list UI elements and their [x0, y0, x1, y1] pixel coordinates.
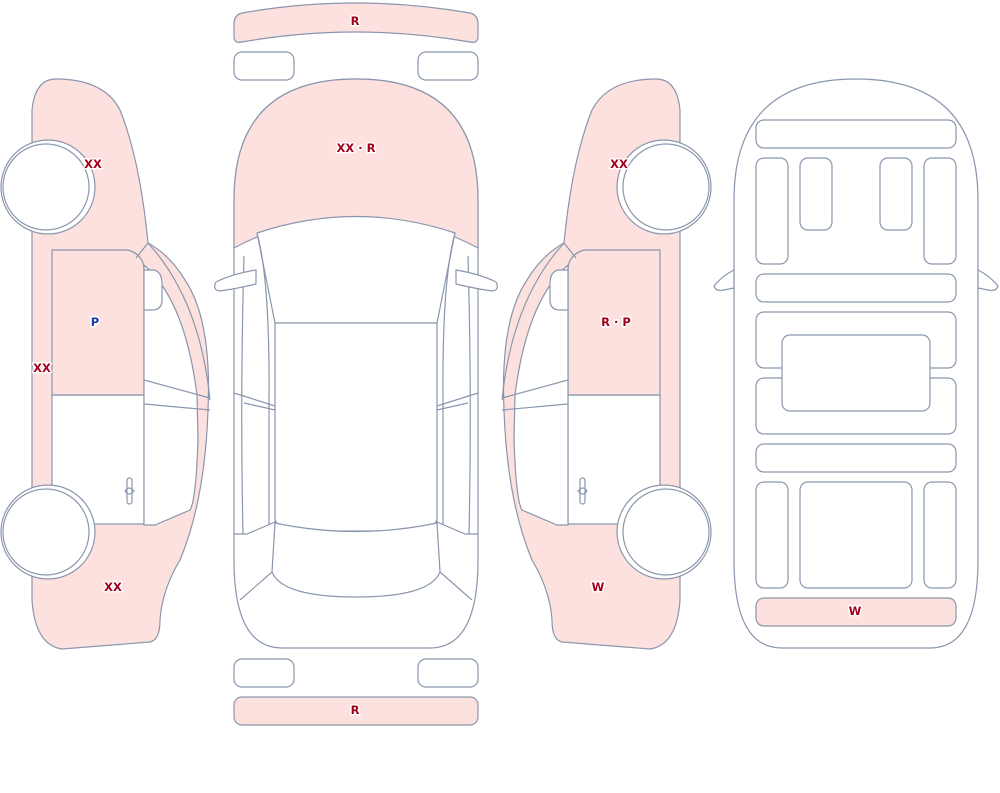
underbody-rear-crossmember[interactable] [755, 597, 957, 627]
windshield[interactable] [256, 215, 456, 324]
label-left-rocker: XX [33, 361, 51, 375]
right-front-wheel[interactable] [622, 143, 710, 231]
right-window-line-bottom [501, 403, 569, 411]
underbody-right-rear-rail[interactable] [923, 481, 957, 589]
underbody-right-mirror [977, 269, 999, 292]
right-side-rail-outer [467, 255, 471, 535]
left-top-mirror[interactable] [214, 269, 257, 292]
label-left-rear-quarter: XX [104, 580, 122, 594]
underbody-front-crossmember[interactable] [755, 119, 957, 149]
label-underbody-rear: W [849, 604, 862, 618]
label-left-front-door: P [91, 315, 99, 329]
top-view [214, 2, 498, 726]
underbody-left-mirror [713, 269, 735, 292]
left-side-rail-outer [241, 255, 245, 535]
front-bumper[interactable] [233, 2, 479, 43]
left-taillight[interactable] [233, 658, 295, 688]
left-door-handle[interactable] [126, 477, 133, 505]
left-pillar-line [147, 242, 211, 401]
rear-bumper[interactable] [233, 696, 479, 726]
left-window-line-top [143, 379, 211, 399]
right-headlight[interactable] [417, 51, 479, 81]
trunk-left-line [239, 571, 273, 601]
underbody-right-inner-bracket[interactable] [879, 157, 913, 231]
left-front-wheel[interactable] [2, 143, 90, 231]
left-handle-cap [124, 487, 135, 495]
left-mirror[interactable] [143, 269, 163, 311]
right-top-mirror[interactable] [455, 269, 498, 292]
left-windshield-edge [135, 242, 149, 259]
right-windshield-edge [563, 242, 577, 259]
label-right-front-fender: XX [610, 157, 628, 171]
right-pillar-line [501, 242, 565, 401]
right-rear-wheel[interactable] [622, 488, 710, 576]
right-window-line-top [501, 379, 569, 399]
left-rear-wheel[interactable] [2, 488, 90, 576]
label-right-rear-quarter: W [592, 580, 605, 594]
label-hood: XX · R [337, 141, 376, 155]
underbody-right-front-rail[interactable] [923, 157, 957, 265]
underbody-left-inner-bracket[interactable] [799, 157, 833, 231]
left-headlight[interactable] [233, 51, 295, 81]
trunk-right-line [439, 571, 473, 601]
label-rear-bumper: R [351, 703, 360, 717]
right-door-split [436, 392, 479, 411]
underbody-left-front-rail[interactable] [755, 157, 789, 265]
damage-labels: R XX · R R XX P XX XX XX R · P W W [32, 13, 864, 719]
right-door-handle[interactable] [579, 477, 586, 505]
underbody-front-floor-bar[interactable] [755, 273, 957, 303]
underbody-rear-floor-bar[interactable] [755, 443, 957, 473]
roof[interactable] [274, 322, 438, 532]
left-lower-door-line [234, 521, 276, 535]
right-handle-cap [577, 487, 588, 495]
right-mirror[interactable] [549, 269, 569, 311]
label-left-front-fender: XX [84, 157, 102, 171]
right-taillight[interactable] [417, 658, 479, 688]
label-right-front-door: R · P [601, 315, 631, 329]
right-lower-door-line [436, 521, 478, 535]
rear-window[interactable] [271, 522, 441, 598]
underbody-view [713, 78, 999, 649]
label-front-bumper: R [351, 14, 360, 28]
underbody-spare-well[interactable] [799, 481, 913, 589]
left-side-rail-inner [256, 232, 270, 525]
underbody-center-tunnel[interactable] [781, 334, 931, 412]
right-side-view [501, 78, 712, 650]
left-side-view [0, 78, 211, 650]
right-side-rail-inner [442, 232, 456, 525]
left-window-line-bottom [143, 403, 211, 411]
left-door-split [233, 392, 276, 411]
underbody-left-rear-rail[interactable] [755, 481, 789, 589]
